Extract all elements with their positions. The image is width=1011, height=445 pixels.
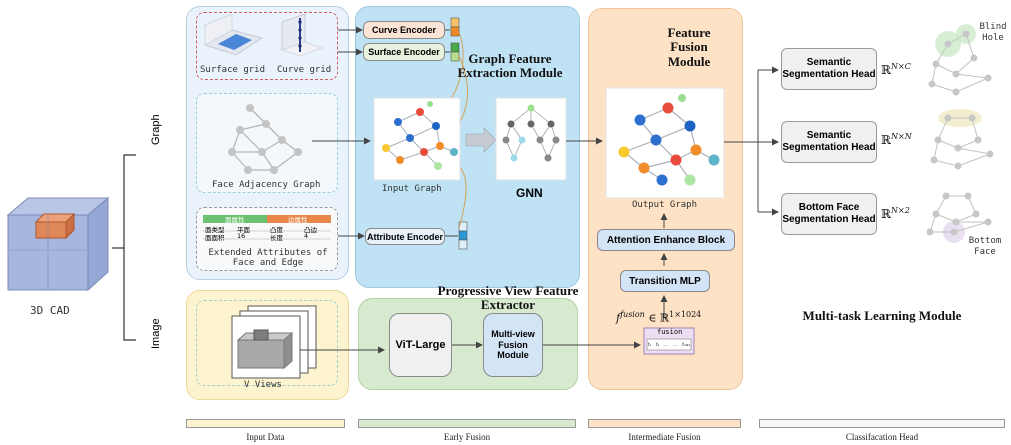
output-graph-drawing [618, 94, 720, 186]
graph-label: Graph [150, 114, 162, 145]
grid-frame [196, 12, 338, 80]
curve-grid-image [280, 13, 324, 57]
gnn-drawing [502, 104, 560, 162]
surface-grid-image [203, 13, 264, 56]
bottom-face-head: Bottom Face Segmentation Head [781, 193, 877, 235]
views-frame [196, 300, 338, 386]
face-adjacency-label: Face Adjacency Graph [212, 180, 321, 190]
v-views-label: V Views [244, 380, 282, 390]
legend-input-text: Input Data [246, 432, 285, 442]
semantic-head-1: Semantic Segmentation Head [781, 48, 877, 90]
table-r1c4: 凸边 [304, 226, 317, 234]
cad-label: 3D CAD [30, 304, 70, 317]
fusion-module-title: Feature Fusion Module [667, 25, 711, 69]
attribute-encoder-box: Attribute Encoder [365, 228, 445, 245]
f-fusion-formula: ffusion ∈ ℝ1×1024 [616, 310, 702, 325]
table-r1c2: 平面 [237, 226, 250, 234]
table-r1c1: 面类型 [205, 226, 225, 234]
surface-grid-label: Surface grid [200, 65, 266, 75]
curve-encoder-box: Curve Encoder [363, 21, 445, 39]
multiview-fusion-box: Multi-view Fusion Module [483, 313, 543, 377]
input-graph-label: Input Graph [382, 184, 442, 194]
legend-input-bar [186, 419, 345, 428]
table-r2c3: 长度 [270, 234, 283, 242]
table-header-face: 面属性 [225, 216, 245, 224]
semantic-graph [930, 109, 994, 170]
vector-cell: f₂ [656, 342, 660, 347]
graph-frame [196, 93, 338, 193]
bottom-face-graph [926, 192, 992, 243]
semantic-head-2-dim: ℝN×N [881, 132, 912, 147]
semantic-head-2: Semantic Segmentation Head [781, 121, 877, 163]
input-bracket [123, 154, 136, 341]
blind-hole-label: Blind Hole [979, 22, 1007, 43]
table-header-edge: 边属性 [288, 216, 308, 224]
table-r2c1: 面面积 [205, 234, 225, 242]
fusion-vector-cells: f₁ f₂ ... ... fₙ₀₂₄ [648, 340, 690, 349]
table-r2c2: 16 [237, 232, 246, 240]
legend-early-bar [358, 419, 576, 428]
v-views-stack [231, 305, 317, 379]
output-graph-label: Output Graph [632, 200, 698, 210]
extended-attributes-label: Extended Attributes of Face and Edge [208, 248, 328, 269]
input-graph-drawing [382, 101, 458, 170]
vector-cell: f₁ [648, 342, 652, 347]
blind-hole-graph [928, 24, 992, 96]
fusion-vector-label: fusion [657, 328, 683, 336]
graph-module-title: Graph Feature Extraction Module [457, 51, 563, 81]
vector-cell: ... [664, 342, 669, 347]
cad-cube [6, 196, 110, 292]
curve-grid-label: Curve grid [277, 65, 332, 75]
transition-mlp-box: Transition MLP [620, 270, 710, 292]
vit-large-box: ViT-Large [389, 313, 452, 377]
curve-feature-bar [450, 17, 460, 37]
feature-fusion-panel [588, 8, 743, 390]
gnn-label: GNN [516, 186, 543, 200]
legend-intermediate-bar [588, 419, 741, 428]
fusion-vector [643, 327, 695, 355]
legend-intermediate-text: Intermediate Fusion [628, 432, 701, 442]
attribute-feature-bar [458, 221, 468, 250]
legend-early-text: Early Fusion [443, 432, 491, 442]
legend-head-text: Classifacation Head [845, 432, 919, 442]
attention-enhance-box: Attention Enhance Block [597, 229, 735, 251]
vector-cell: ... [673, 342, 678, 347]
surface-encoder-box: Surface Encoder [363, 43, 445, 61]
view-module-title: Progressive View Feature Extractor [437, 283, 579, 313]
legend-head-bar [759, 419, 1005, 428]
semantic-head-1-dim: ℝN×C [881, 62, 911, 77]
table-r2c4: 4 [304, 232, 309, 240]
table-r1c3: 凸度 [270, 226, 283, 234]
bottom-face-head-dim: ℝN×2 [881, 206, 910, 221]
face-adjacency-graph [228, 104, 302, 174]
image-label: Image [150, 318, 162, 349]
bottom-face-label: Bottom Face [968, 236, 1002, 257]
vector-cell: fₙ₀₂₄ [682, 342, 690, 347]
attribute-table [203, 215, 331, 240]
multitask-title: Multi-task Learning Module [802, 308, 962, 323]
